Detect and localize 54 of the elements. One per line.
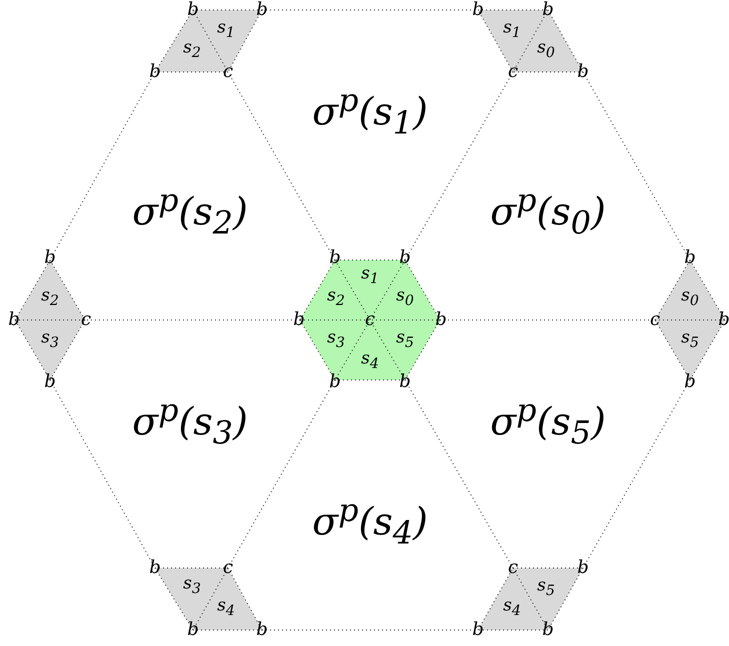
vertex-label: b: [718, 311, 729, 329]
sector-label: s$_{3}$: [327, 330, 345, 350]
vertex-label: b: [149, 559, 161, 577]
vertex-label: b: [435, 311, 447, 329]
vertex-label: b: [684, 373, 696, 391]
vertex-label: b: [472, 621, 484, 639]
sector-label: s$_{3}$: [183, 576, 201, 596]
vertex-label: b: [187, 1, 199, 19]
vertex-label: c: [650, 311, 660, 329]
vertex-label: b: [149, 63, 161, 81]
vertex-label: b: [329, 249, 341, 267]
sector-label: s$_{1}$: [503, 20, 521, 40]
vertex-label: c: [508, 63, 518, 81]
region-label: σ$^{p}$(s$_{4}$): [312, 496, 428, 550]
sector-label: s$_{3}$: [41, 330, 59, 350]
sector-label: s$_{0}$: [396, 288, 414, 308]
vertex-label: b: [329, 373, 341, 391]
vertex-label: c: [508, 559, 518, 577]
region-label: σ$^{p}$(s$_{2}$): [132, 186, 248, 240]
region-label: σ$^{p}$(s$_{3}$): [132, 396, 248, 450]
vertex-label: b: [399, 249, 411, 267]
sector-label: s$_{0}$: [681, 288, 699, 308]
vertex-label: b: [577, 63, 589, 81]
vertex-label: b: [399, 373, 411, 391]
sector-label: s$_{2}$: [183, 40, 201, 60]
vertex-label: b: [542, 1, 554, 19]
region-label: σ$^{p}$(s$_{1}$): [312, 86, 428, 140]
sector-label: s$_{2}$: [41, 288, 59, 308]
sector-label: s$_{5}$: [681, 330, 699, 350]
sector-label: s$_{5}$: [537, 578, 555, 598]
vertex-label: c: [222, 559, 234, 577]
vertex-label: b: [44, 373, 56, 391]
vertex-label: b: [8, 311, 20, 329]
sector-label: s$_{0}$: [537, 40, 555, 60]
vertex-label: b: [44, 249, 56, 267]
region-label: σ$^{p}$(s$_{5}$): [490, 396, 606, 450]
vertex-label: b: [684, 249, 696, 267]
vertex-label: b: [577, 559, 589, 577]
vertex-label: b: [472, 1, 484, 19]
sector-label: s$_{4}$: [361, 350, 379, 372]
sector-label: s$_{1}$: [217, 20, 235, 40]
vertex-label: b: [293, 311, 305, 329]
vertex-label: c: [222, 63, 234, 81]
vertex-label: b: [256, 1, 268, 19]
sector-label: s$_{2}$: [327, 288, 345, 308]
vertex-label: b: [256, 621, 268, 639]
sector-label: s$_{4}$: [217, 598, 235, 618]
sector-label: s$_{1}$: [361, 266, 379, 286]
vertex-label: b: [542, 621, 554, 639]
sector-label: s$_{4}$: [503, 598, 521, 618]
vertex-label: c: [80, 311, 92, 329]
vertex-label: b: [187, 621, 199, 639]
region-label: σ$^{p}$(s$_{0}$): [490, 186, 606, 240]
sector-label: s$_{5}$: [396, 330, 414, 350]
